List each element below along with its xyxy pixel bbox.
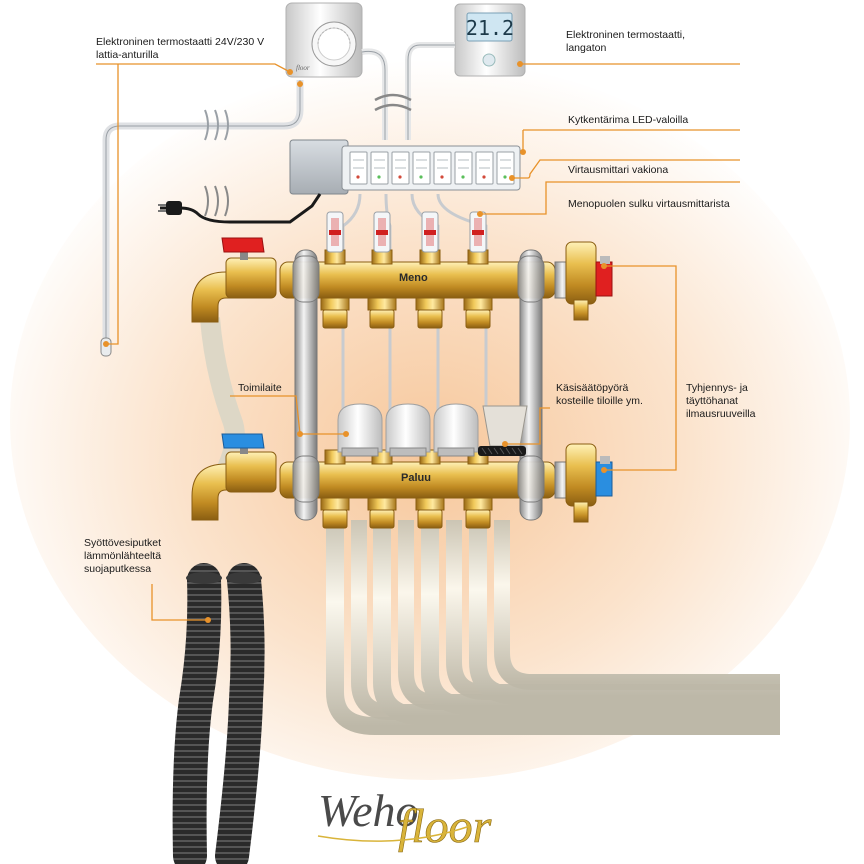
label-hand-wheel: Käsisäätöpyörä kosteille tiloille ym. [556,382,643,407]
return-ball-valve [225,451,277,493]
drain-fill-valve-supply [554,241,613,321]
power-cord [160,193,322,224]
drain-fill-valve-return [554,443,613,523]
protective-sleeve-2 [215,563,265,864]
hand-wheel [478,405,528,456]
svg-text:floor: floor [296,64,310,72]
protective-sleeve-1 [172,563,222,864]
supply-label: Meno [399,272,428,284]
actuators [337,403,479,457]
wiring-center [289,139,521,195]
label-flow-meter: Virtausmittari vakiona [568,164,669,176]
label-wiring-center: Kytkentärima LED-valoilla [568,114,689,126]
wehofloor-logo: Weho floor [317,785,492,853]
label-wired-thermostat: Elektroninen termostaatti 24V/230 V latt… [96,36,265,61]
label-wireless-thermostat: Elektroninen termostaatti, langaton [566,29,686,54]
label-drain-fill: Tyhjennys- ja täyttöhanat ilmausruuveill… [686,382,756,420]
power-plug [166,201,182,215]
wired-thermostat: floor [285,2,363,78]
label-actuator: Toimilaite [238,382,282,394]
svg-text:floor: floor [398,800,492,853]
return-valve-handle-blue [221,433,265,449]
svg-text:Weho: Weho [318,785,419,836]
thermostat-display: 21.2 [466,16,514,40]
leader-lines [96,63,740,621]
supply-ball-valve [225,257,277,299]
return-label: Paluu [401,472,431,484]
flow-meters [326,211,487,253]
label-supply-shutoff: Menopuolen sulku virtausmittarista [568,198,730,210]
wireless-thermostat [454,3,526,77]
label-supply-pipes: Syöttövesiputket lämmönlähteeltä suojapu… [84,537,162,575]
supply-valve-handle-red [221,237,265,253]
bracket-left [294,249,318,521]
